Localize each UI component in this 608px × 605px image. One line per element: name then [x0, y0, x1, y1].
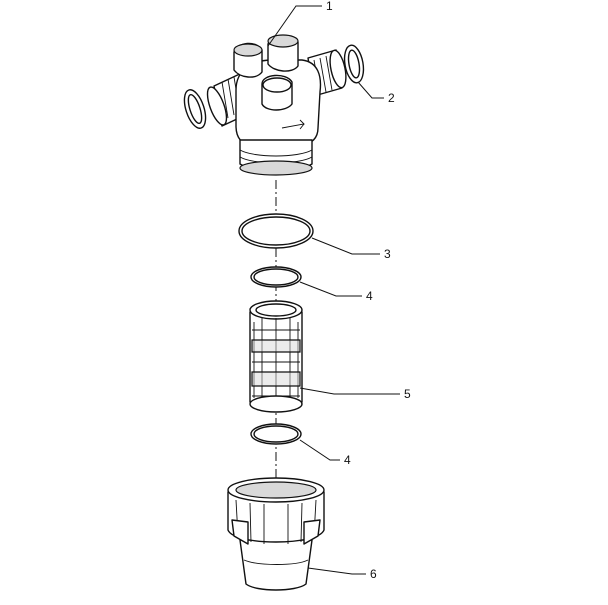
leader-4b	[299, 439, 340, 461]
filter-head	[206, 34, 347, 176]
callout-3: 3	[384, 247, 391, 261]
port-o-rings	[183, 44, 365, 129]
leader-5	[299, 387, 400, 395]
leader-4a	[299, 281, 362, 297]
filter-bowl	[227, 477, 325, 591]
small-o-ring-lower	[250, 423, 302, 445]
leader-1	[267, 5, 322, 47]
filter-cartridge	[249, 300, 303, 413]
callout-1: 1	[326, 0, 333, 13]
callout-2: 2	[388, 91, 395, 105]
large-o-ring	[238, 213, 314, 249]
callout-5: 5	[404, 387, 411, 401]
leader-2	[357, 81, 384, 99]
callout-6: 6	[370, 567, 377, 581]
small-o-ring-upper	[250, 266, 302, 288]
leader-6	[307, 567, 366, 575]
leader-3	[311, 237, 380, 255]
callout-4b: 4	[344, 453, 351, 467]
callout-4a: 4	[366, 289, 373, 303]
